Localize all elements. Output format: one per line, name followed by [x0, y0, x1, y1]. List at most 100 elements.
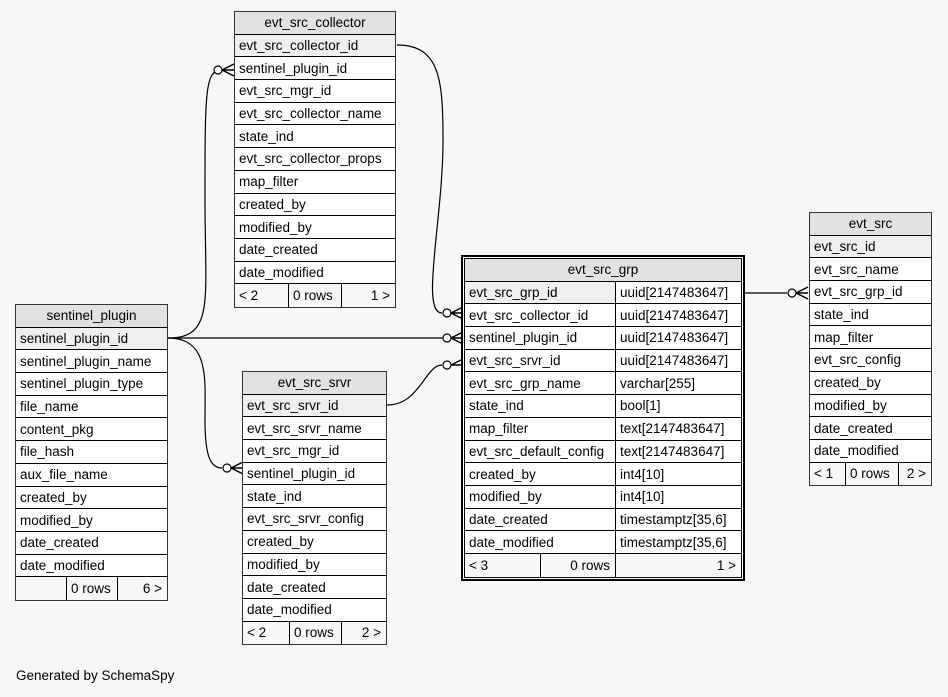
- column-row[interactable]: sentinel_plugin_id: [235, 57, 395, 81]
- footer-parents[interactable]: [16, 577, 67, 600]
- column-row[interactable]: modified_by: [810, 395, 931, 418]
- column-row[interactable]: map_filter: [810, 326, 931, 350]
- optional-marker: [213, 65, 223, 75]
- column-row[interactable]: file_hash: [16, 441, 167, 464]
- column-row[interactable]: modified_by: [16, 509, 167, 532]
- column-row[interactable]: created_by: [810, 372, 931, 395]
- column-type: timestamptz[35,6]: [616, 508, 741, 531]
- column-name: sentinel_plugin_id: [465, 327, 616, 349]
- column-name: sentinel_plugin_id: [247, 466, 356, 482]
- footer-parents[interactable]: < 2: [235, 284, 289, 307]
- column-name: evt_src_mgr_id: [239, 83, 332, 99]
- column-row[interactable]: date_modified: [243, 599, 386, 622]
- footer-children[interactable]: 2 >: [906, 466, 926, 482]
- crowfoot-marker: [450, 331, 464, 345]
- column-row[interactable]: evt_src_collector_props: [235, 148, 395, 171]
- column-row[interactable]: date_modified: [235, 262, 395, 285]
- column-row[interactable]: date_modified: [16, 555, 167, 578]
- column-row[interactable]: state_ind: [810, 304, 931, 327]
- column-name: state_ind: [814, 307, 869, 323]
- column-row[interactable]: created_by: [235, 194, 395, 217]
- column-row[interactable]: content_pkg: [16, 418, 167, 442]
- footer-children[interactable]: 1 >: [370, 288, 390, 304]
- column-name: file_hash: [20, 444, 75, 460]
- column-row[interactable]: modified_by: [243, 554, 386, 577]
- column-row[interactable]: aux_file_name: [16, 464, 167, 487]
- column-name: modified_by: [814, 397, 887, 413]
- column-row[interactable]: evt_src_grp_id: [810, 281, 931, 304]
- column-name: created_by: [465, 463, 616, 485]
- column-row[interactable]: evt_src_collector_id: [235, 34, 395, 58]
- column-row[interactable]: state_ind: [243, 485, 386, 509]
- column-name: evt_src_grp_name: [465, 372, 616, 395]
- footer-children[interactable]: 2 >: [361, 625, 381, 641]
- footer-parents[interactable]: < 1: [810, 462, 846, 486]
- column-row[interactable]: evt_src_collector_name: [235, 103, 395, 126]
- column-row[interactable]: created_by: [16, 487, 167, 510]
- footer-parents[interactable]: < 3: [465, 553, 541, 577]
- footer-children[interactable]: 1 >: [716, 557, 736, 573]
- column-type: text[2147483647]: [616, 417, 741, 440]
- column-row[interactable]: sentinel_plugin_type: [16, 373, 167, 396]
- table-header[interactable]: evt_src_collector: [235, 12, 395, 35]
- column-name: map_filter: [465, 417, 616, 440]
- table-header[interactable]: evt_src_grp: [465, 259, 741, 282]
- column-row[interactable]: date_modified: [810, 440, 931, 463]
- column-name: evt_src_mgr_id: [247, 443, 340, 459]
- column-row[interactable]: evt_src_srvr_name: [243, 417, 386, 441]
- column-name: sentinel_plugin_name: [20, 353, 152, 369]
- column-name: modified_by: [239, 219, 312, 235]
- column-row[interactable]: date_created: [16, 532, 167, 555]
- column-row[interactable]: sentinel_plugin_id: [243, 463, 386, 486]
- table-header[interactable]: evt_src: [810, 213, 931, 236]
- column-row[interactable]: evt_src_name: [810, 258, 931, 282]
- column-row[interactable]: date_created: [243, 576, 386, 599]
- column-type: uuid[2147483647]: [616, 327, 741, 349]
- optional-marker: [787, 288, 797, 298]
- column-row[interactable]: sentinel_plugin_id: [16, 327, 167, 351]
- column-row[interactable]: created_by: [243, 531, 386, 554]
- column-name: content_pkg: [20, 421, 94, 437]
- column-row[interactable]: evt_src_mgr_id: [235, 80, 395, 103]
- footer-parents[interactable]: < 2: [243, 621, 290, 645]
- column-name: sentinel_plugin_id: [20, 331, 129, 347]
- column-row[interactable]: file_name: [16, 396, 167, 419]
- column-row[interactable]: evt_src_srvr_id: [243, 394, 386, 418]
- column-row[interactable]: evt_src_srvr_config: [243, 508, 386, 531]
- column-row[interactable]: evt_src_mgr_id: [243, 440, 386, 463]
- column-row[interactable]: date_created: [810, 417, 931, 440]
- column-name: file_name: [20, 399, 79, 415]
- column-row[interactable]: evt_src_id: [810, 235, 931, 259]
- column-row[interactable]: date_created: [235, 239, 395, 262]
- column-row[interactable]: evt_src_config: [810, 349, 931, 372]
- table-header[interactable]: evt_src_srvr: [243, 372, 386, 395]
- column-row[interactable]: map_filter: [235, 171, 395, 194]
- column-name: sentinel_plugin_id: [239, 60, 348, 76]
- column-row[interactable]: modified_by: [235, 216, 395, 239]
- table-header[interactable]: sentinel_plugin: [16, 305, 167, 328]
- column-name: created_by: [239, 196, 306, 212]
- footer-children[interactable]: 6 >: [142, 581, 162, 597]
- column-row[interactable]: state_ind: [235, 125, 395, 149]
- column-row[interactable]: sentinel_plugin_name: [16, 350, 167, 374]
